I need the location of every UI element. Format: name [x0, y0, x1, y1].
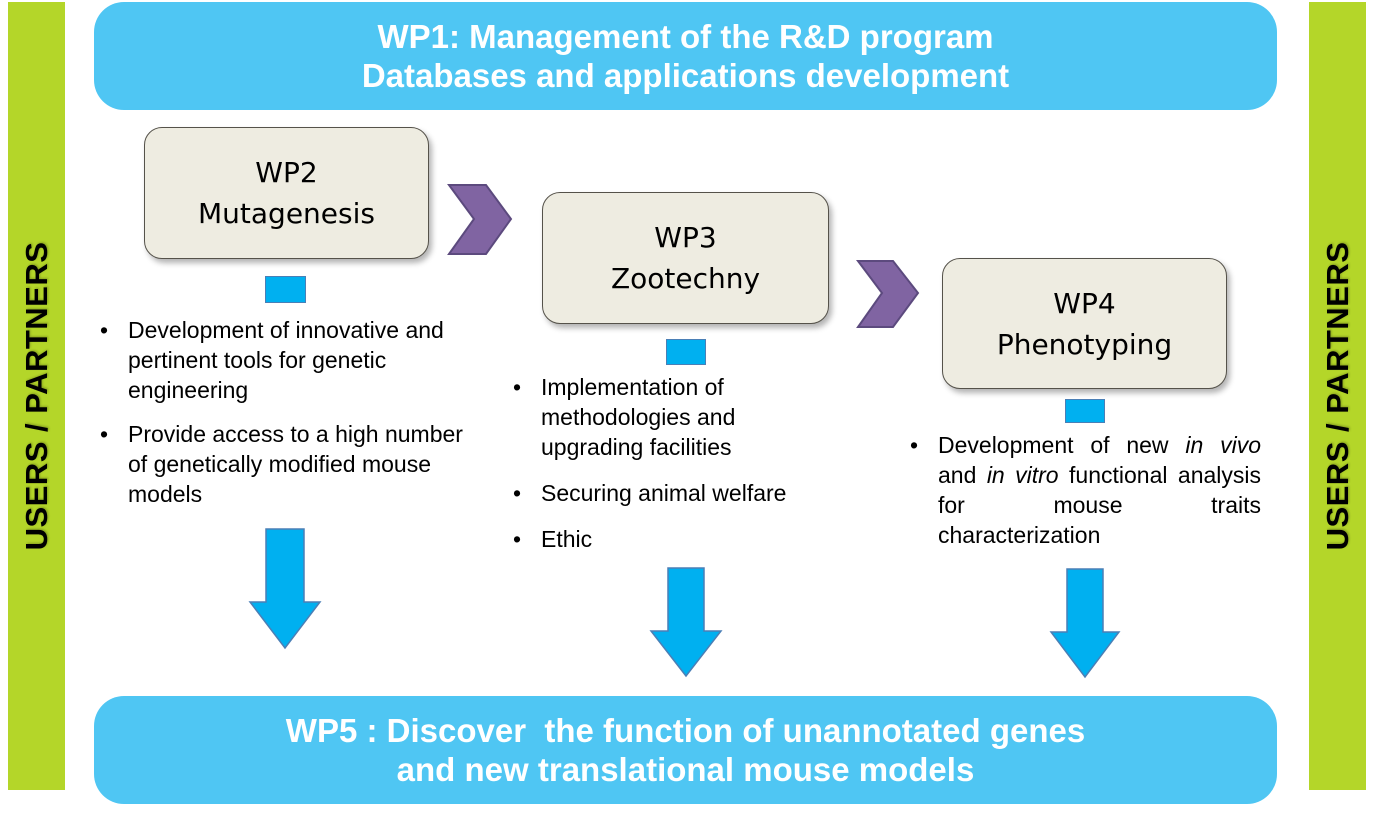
- wp4-bullet: Development of new in vivo and in vitro …: [905, 430, 1261, 550]
- wp2-connector: [265, 276, 306, 303]
- wp4-bullet-text: functional analysis for mouse traits cha…: [938, 462, 1261, 548]
- wp3-bullet: Securing animal welfare: [508, 478, 838, 508]
- users-partners-label-left: USERS / PARTNERS: [18, 241, 54, 551]
- wp4-bullet-italic: in vivo: [1185, 432, 1261, 458]
- users-partners-bar-right: USERS / PARTNERS: [1309, 2, 1366, 790]
- wp3-bullet: Ethic: [508, 524, 838, 554]
- wp2-bullet: Development of innovative and pertinent …: [95, 315, 470, 405]
- wp3-name: Zootechny: [610, 262, 761, 295]
- wp4-bullet-italic: in vitro: [986, 462, 1059, 488]
- down-arrow-icon: [1049, 568, 1121, 679]
- wp4-name: Phenotyping: [996, 327, 1173, 361]
- wp3-id: WP3: [654, 221, 717, 254]
- wp5-banner: WP5 : Discover the function of unannotat…: [94, 696, 1277, 804]
- wp3-connector: [666, 339, 706, 365]
- wp2-box: WP2 Mutagenesis: [144, 127, 429, 259]
- wp4-id: WP4: [1053, 286, 1116, 320]
- wp4-bullet-text: Development of new: [938, 432, 1186, 458]
- users-partners-bar-left: USERS / PARTNERS: [8, 2, 65, 790]
- wp2-id: WP2: [255, 156, 318, 189]
- down-arrow-icon: [248, 528, 322, 650]
- wp5-subtitle: and new translational mouse models: [396, 751, 975, 788]
- chevron-arrow-icon: [447, 184, 513, 255]
- users-partners-label-right: USERS / PARTNERS: [1319, 241, 1355, 551]
- wp2-name: Mutagenesis: [198, 197, 375, 230]
- wp5-title: WP5 : Discover the function of unannotat…: [285, 712, 1086, 749]
- wp3-bullet: Implementation of methodologies and upgr…: [508, 372, 838, 462]
- wp1-subtitle: Databases and applications development: [361, 57, 1010, 94]
- wp3-box: WP3 Zootechny: [542, 192, 829, 324]
- chevron-arrow-icon: [856, 260, 920, 328]
- wp4-connector: [1065, 399, 1105, 423]
- wp4-bullet-list: Development of new in vivo and in vitro …: [905, 430, 1261, 550]
- wp3-bullet-list: Implementation of methodologies and upgr…: [508, 372, 838, 570]
- down-arrow-icon: [649, 567, 723, 678]
- wp2-bullet: Provide access to a high number of genet…: [95, 419, 470, 509]
- wp2-bullet-list: Development of innovative and pertinent …: [95, 315, 470, 523]
- wp1-banner: WP1: Management of the R&D program Datab…: [94, 2, 1277, 110]
- wp4-box: WP4 Phenotyping: [942, 258, 1227, 389]
- wp1-title: WP1: Management of the R&D program: [377, 18, 994, 55]
- wp4-bullet-text: and: [938, 462, 987, 488]
